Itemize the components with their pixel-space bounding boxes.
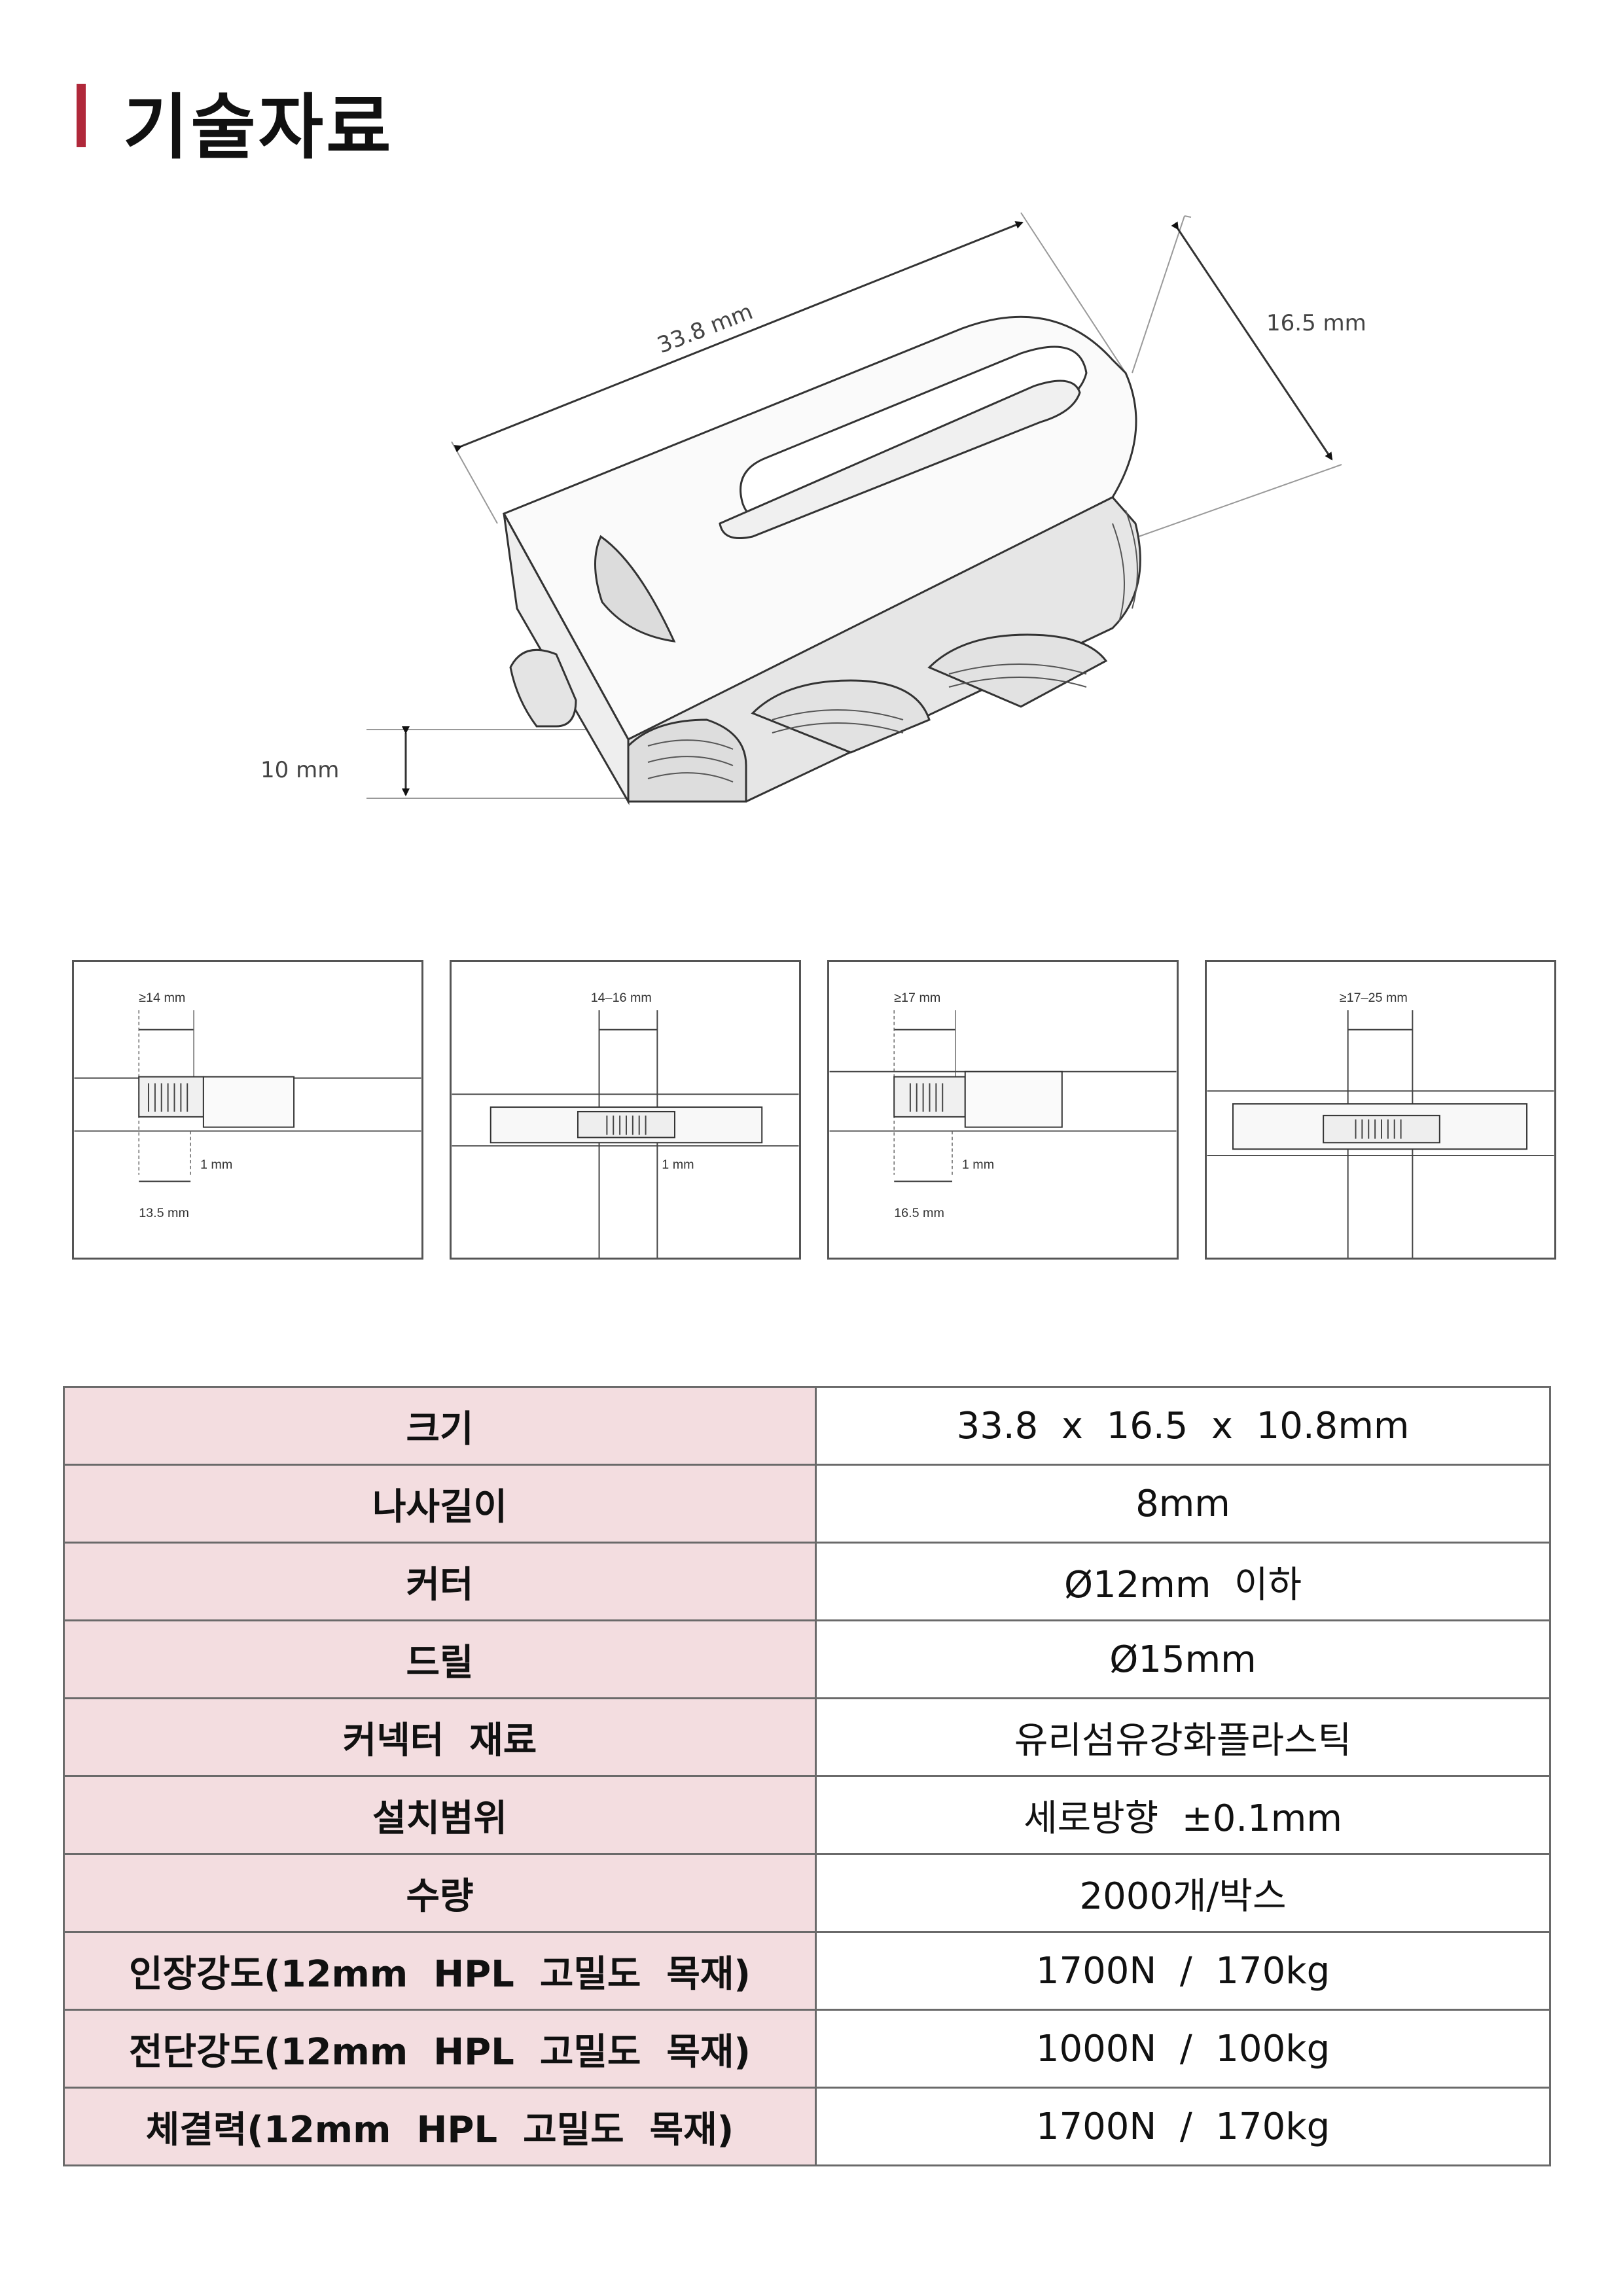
spec-key: 크기 bbox=[63, 1386, 817, 1466]
installation-panel-3: ≥17 mm 1 mm 16.5 mm bbox=[827, 960, 1179, 1260]
spec-row: 전단강도(12mm HPL 고밀도 목재)1000N / 100kg bbox=[63, 2009, 1551, 2089]
spec-key: 커터 bbox=[63, 1542, 817, 1621]
spec-key: 인장강도(12mm HPL 고밀도 목재) bbox=[63, 1931, 817, 2011]
installation-panel-2: 14–16 mm 1 mm bbox=[450, 960, 801, 1260]
page-title: 기술자료 bbox=[123, 87, 394, 169]
spec-value: 33.8 x 16.5 x 10.8mm bbox=[815, 1386, 1551, 1466]
panel-1-bottom-label: 13.5 mm bbox=[139, 1206, 189, 1220]
spec-key: 드릴 bbox=[63, 1619, 817, 1699]
spec-value: 세로방향 ±0.1mm bbox=[815, 1775, 1551, 1855]
spec-row: 인장강도(12mm HPL 고밀도 목재)1700N / 170kg bbox=[63, 1931, 1551, 2011]
spec-key: 전단강도(12mm HPL 고밀도 목재) bbox=[63, 2009, 817, 2089]
spec-key: 체결력(12mm HPL 고밀도 목재) bbox=[63, 2087, 817, 2166]
installation-panel-4: ≥17–25 mm bbox=[1205, 960, 1556, 1260]
height-dimension-label: 10 mm bbox=[260, 757, 339, 783]
spec-value: 8mm bbox=[815, 1464, 1551, 1544]
spec-value: Ø15mm bbox=[815, 1619, 1551, 1699]
panel-2-gap-label: 1 mm bbox=[662, 1157, 694, 1172]
panel-1-top-label: ≥14 mm bbox=[139, 991, 185, 1005]
installation-panel-1: ≥14 mm 1 mm 13.5 mm bbox=[72, 960, 423, 1260]
spec-value: 1000N / 100kg bbox=[815, 2009, 1551, 2089]
spec-value: 유리섬유강화플라스틱 bbox=[815, 1697, 1551, 1777]
panel-3-bottom-label: 16.5 mm bbox=[894, 1206, 944, 1220]
spec-value: 2000개/박스 bbox=[815, 1853, 1551, 1933]
panel-2-top-label: 14–16 mm bbox=[591, 991, 652, 1005]
panel-1-gap-label: 1 mm bbox=[200, 1157, 232, 1172]
panel-3-top-label: ≥17 mm bbox=[894, 991, 940, 1005]
spec-value: 1700N / 170kg bbox=[815, 1931, 1551, 2011]
spec-row: 체결력(12mm HPL 고밀도 목재)1700N / 170kg bbox=[63, 2087, 1551, 2166]
spec-value: Ø12mm 이하 bbox=[815, 1542, 1551, 1621]
spec-key: 나사길이 bbox=[63, 1464, 817, 1544]
panel-3-gap-label: 1 mm bbox=[962, 1157, 994, 1172]
connector-isometric-drawing: 33.8 mm 16.5 mm 10 mm bbox=[0, 157, 1623, 877]
spec-key: 커넥터 재료 bbox=[63, 1697, 817, 1777]
spec-key: 수량 bbox=[63, 1853, 817, 1933]
title-accent-bar bbox=[77, 84, 86, 147]
spec-key: 설치범위 bbox=[63, 1775, 817, 1855]
installation-diagrams: ≥14 mm 1 mm 13.5 mm 14–16 mm 1 bbox=[72, 960, 1558, 1261]
panel-4-top-label: ≥17–25 mm bbox=[1340, 991, 1408, 1005]
spec-value: 1700N / 170kg bbox=[815, 2087, 1551, 2166]
width-dimension-label: 16.5 mm bbox=[1266, 310, 1366, 336]
